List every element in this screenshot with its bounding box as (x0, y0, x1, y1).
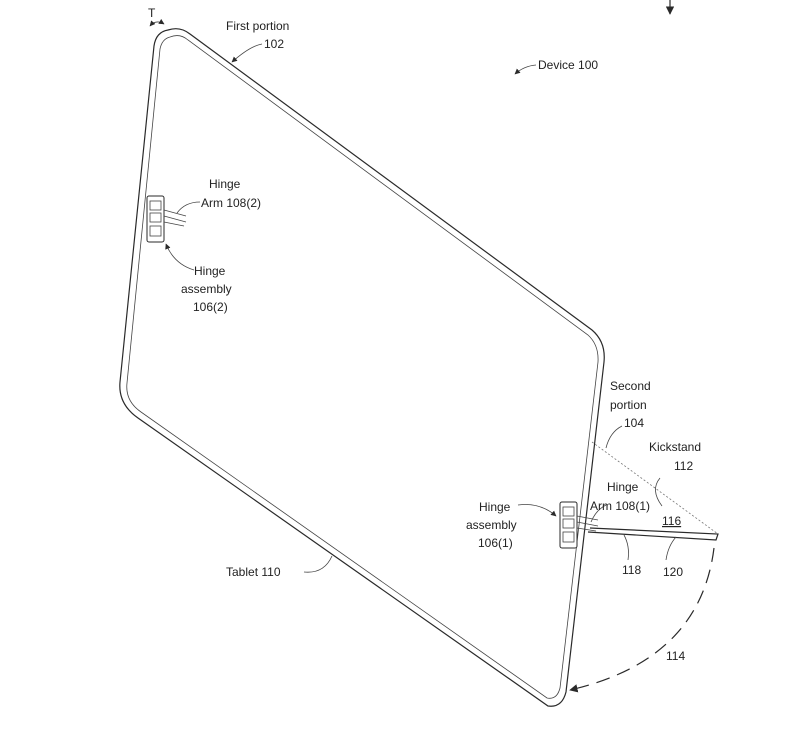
leader-120 (665, 536, 677, 561)
label-first-portion-num: 102 (264, 37, 284, 51)
leader-kickstand (655, 477, 663, 507)
leader-118 (623, 534, 629, 561)
label-second-portion-line1: Second (610, 379, 651, 393)
tablet-outline-inner (126, 35, 599, 699)
label-hinge-arm-1-line1: Hinge (607, 480, 639, 494)
leader-first-portion (231, 43, 263, 63)
tablet-outline-outer (119, 28, 605, 707)
rotation-arc-114 (569, 547, 715, 693)
label-hinge-assembly-1-line1: Hinge (479, 500, 511, 514)
thickness-label: T (148, 6, 156, 20)
label-first-portion: First portion (226, 19, 289, 33)
label-kickstand-num: 112 (674, 459, 693, 473)
leader-hinge-arm-2 (176, 201, 201, 214)
label-kickstand: Kickstand (649, 440, 701, 454)
label-second-portion-num: 104 (624, 416, 644, 430)
label-hinge-assembly-2-line3: 106(2) (193, 300, 228, 314)
label-device: Device 100 (538, 58, 598, 72)
label-hinge-assembly-1-line2: assembly (466, 518, 517, 532)
label-118: 118 (622, 563, 641, 577)
label-114: 114 (666, 649, 685, 663)
label-hinge-arm-2-line2: Arm 108(2) (201, 196, 261, 210)
leader-tablet (303, 555, 333, 573)
label-tablet: Tablet 110 (226, 565, 281, 579)
label-120: 120 (663, 565, 683, 579)
label-hinge-assembly-1-line3: 106(1) (478, 536, 513, 550)
kickstand (587, 441, 719, 541)
thickness-marker: T (148, 6, 165, 27)
label-hinge-arm-1-line2: Arm 108(1) (590, 499, 650, 513)
label-hinge-assembly-2-line2: assembly (181, 282, 232, 296)
label-116: 116 (662, 514, 681, 528)
leader-device (514, 64, 537, 75)
leader-hinge-assembly-1 (517, 504, 557, 517)
leader-hinge-assembly-2 (165, 243, 195, 271)
hinge-assembly-2 (146, 195, 187, 243)
leader-hinge-arm-1 (590, 504, 607, 523)
label-hinge-assembly-2-line1: Hinge (194, 264, 226, 278)
label-hinge-arm-2-line1: Hinge (209, 177, 241, 191)
label-second-portion-line2: portion (610, 398, 647, 412)
hinge-assembly-1 (559, 501, 599, 549)
leader-second-portion (605, 425, 623, 449)
